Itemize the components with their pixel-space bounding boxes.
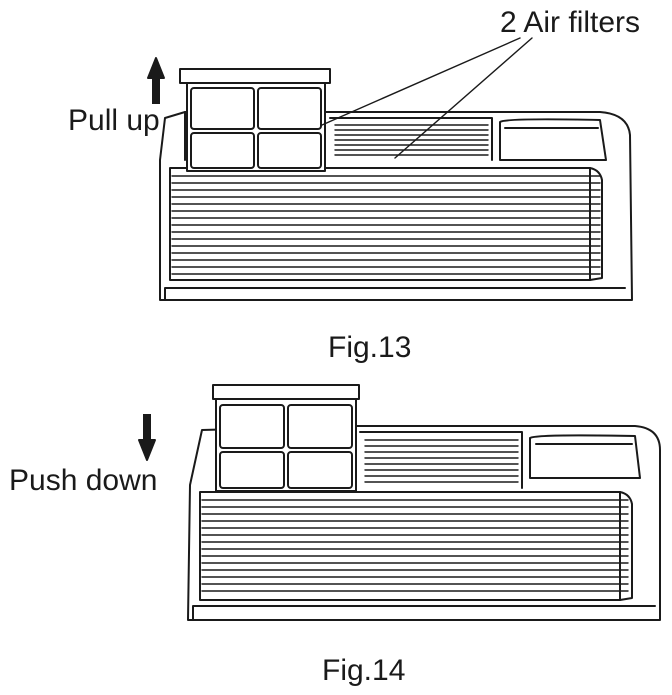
arrow-down-icon <box>138 414 156 461</box>
callout-leaders-fig13 <box>321 37 533 159</box>
ptac-unit-fig14 <box>187 384 661 621</box>
air-filters-label: 2 Air filters <box>500 6 641 39</box>
ptac-unit-fig13 <box>159 37 633 301</box>
push-down-label: Push down <box>9 464 158 497</box>
fig13-caption: Fig.13 <box>328 331 412 364</box>
pull-up-label: Pull up <box>68 104 160 137</box>
fig14-caption: Fig.14 <box>322 654 406 687</box>
air-filter-fig13 <box>179 68 331 172</box>
air-filter-fig14 <box>212 384 360 492</box>
arrow-up-icon <box>147 57 165 104</box>
